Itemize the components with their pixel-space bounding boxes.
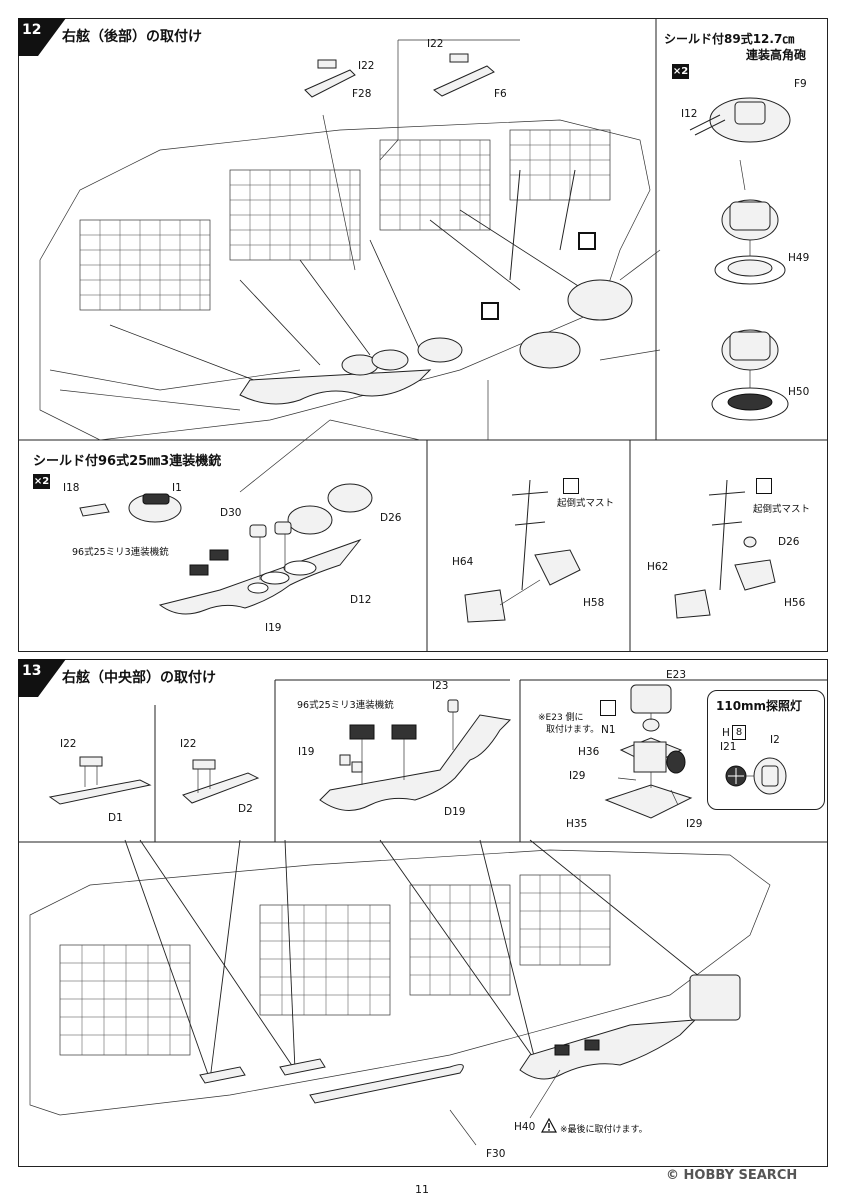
part-label-h64: H64 [452, 556, 474, 568]
part-label-h58: H58 [583, 597, 605, 609]
mast-assembly-a-drawing [464, 479, 581, 623]
part-h50-drawing [711, 329, 789, 421]
part-label-h8-prefix: H [722, 727, 730, 739]
part-h49-drawing [714, 199, 786, 285]
step-12-number: 12 [22, 22, 42, 38]
warning-icon [540, 1117, 558, 1133]
part-label-i12: I12 [681, 108, 698, 120]
part-d2-drawing [182, 759, 260, 804]
part-label-d26-b: D26 [778, 536, 800, 548]
mast-label-b: 起倒式マスト [753, 504, 811, 515]
step-12-title: 右舷（後部）の取付け [62, 29, 202, 45]
searchlight-lamp-drawing [725, 757, 787, 795]
flip-arrows-icon-b [481, 302, 499, 320]
part-label-i19-13: I19 [298, 746, 315, 758]
step-13-hull-drawing [29, 839, 771, 1116]
searchlight-title: 110mm探照灯 [716, 699, 803, 713]
gun25-label-13: 96式25ミリ3連装機銃 [297, 700, 394, 711]
gun127-title-line1: シールド付89式12.7㎝ [664, 32, 795, 46]
step-13-panel [18, 659, 828, 1167]
part-label-f9: F9 [794, 78, 807, 90]
part-label-d1: D1 [108, 812, 123, 824]
qty-x2-badge-a: ×2 [672, 64, 689, 79]
step-13-badge [18, 659, 66, 697]
part-label-i1: I1 [172, 482, 182, 494]
mast-fold-icon-c [600, 700, 616, 716]
part-label-h40: H40 [514, 1121, 536, 1133]
mast-label-a: 起倒式マスト [557, 498, 615, 509]
searchlight-assembly-drawing [604, 684, 693, 819]
mast-fold-icon-b [756, 478, 772, 494]
part-label-i18: I18 [63, 482, 80, 494]
part-label-f6: F6 [494, 88, 507, 100]
part-label-d19: D19 [444, 806, 466, 818]
part-label-i22-a: I22 [358, 60, 375, 72]
step-12-badge [18, 18, 66, 56]
part-label-e23: E23 [666, 669, 686, 681]
gun25-label: 96式25ミリ3連装機銃 [72, 547, 169, 558]
part-label-h50: H50 [788, 386, 810, 398]
part-d19-drawing [319, 699, 512, 811]
part-label-i23: I23 [432, 680, 449, 692]
part-i1-drawing [79, 493, 182, 523]
part-f28-drawing [304, 59, 356, 98]
part-label-h62: H62 [647, 561, 669, 573]
part-label-d26: D26 [380, 512, 402, 524]
step-13-title: 右舷（中央部）の取付け [62, 670, 216, 686]
gun25-assembly-drawing [158, 483, 373, 615]
part-label-i22-c: I22 [60, 738, 77, 750]
part-label-h56: H56 [784, 597, 806, 609]
part-label-f30: F30 [486, 1148, 506, 1160]
page-number: 11 [415, 1183, 429, 1196]
part-label-d2: D2 [238, 803, 253, 815]
part-d1-drawing [48, 756, 152, 805]
step-12-panel [18, 18, 828, 652]
part-f9-drawing [689, 97, 791, 143]
part-f6-drawing [433, 53, 495, 97]
part-label-i29-a: I29 [569, 770, 586, 782]
part-label-h35: H35 [566, 818, 588, 830]
mast-fold-icon-a [563, 478, 579, 494]
part-label-i21: I21 [720, 741, 737, 753]
part-label-i22-d: I22 [180, 738, 197, 750]
part-label-i2: I2 [770, 734, 780, 746]
gun127-title-line2: 連装高角砲 [746, 48, 807, 62]
part-label-h49: H49 [788, 252, 810, 264]
e23-note-line1: ※E23 側に [538, 713, 584, 723]
watermark: © HOBBY SEARCH [666, 1168, 798, 1183]
part-label-i29-b: I29 [686, 818, 703, 830]
flip-arrows-icon-a [578, 232, 596, 250]
part-label-i22-b: I22 [427, 38, 444, 50]
part-label-i19: I19 [265, 622, 282, 634]
part-label-n1: N1 [601, 724, 616, 736]
part-label-h8: 8 [732, 725, 746, 740]
mast-assembly-b-drawing [674, 479, 776, 619]
part-label-f28: F28 [352, 88, 372, 100]
qty-x2-badge-b: ×2 [33, 474, 50, 489]
gun25-title: シールド付96式25㎜3連装機銃 [33, 454, 222, 469]
h40-note: ※最後に取付けます。 [560, 1125, 648, 1135]
e23-note-line2: 取付けます。 [546, 725, 600, 735]
part-label-h36: H36 [578, 746, 600, 758]
step-12-hull-drawing [39, 119, 651, 441]
part-label-d30: D30 [220, 507, 242, 519]
step-13-number: 13 [22, 663, 42, 679]
part-label-d12: D12 [350, 594, 372, 606]
